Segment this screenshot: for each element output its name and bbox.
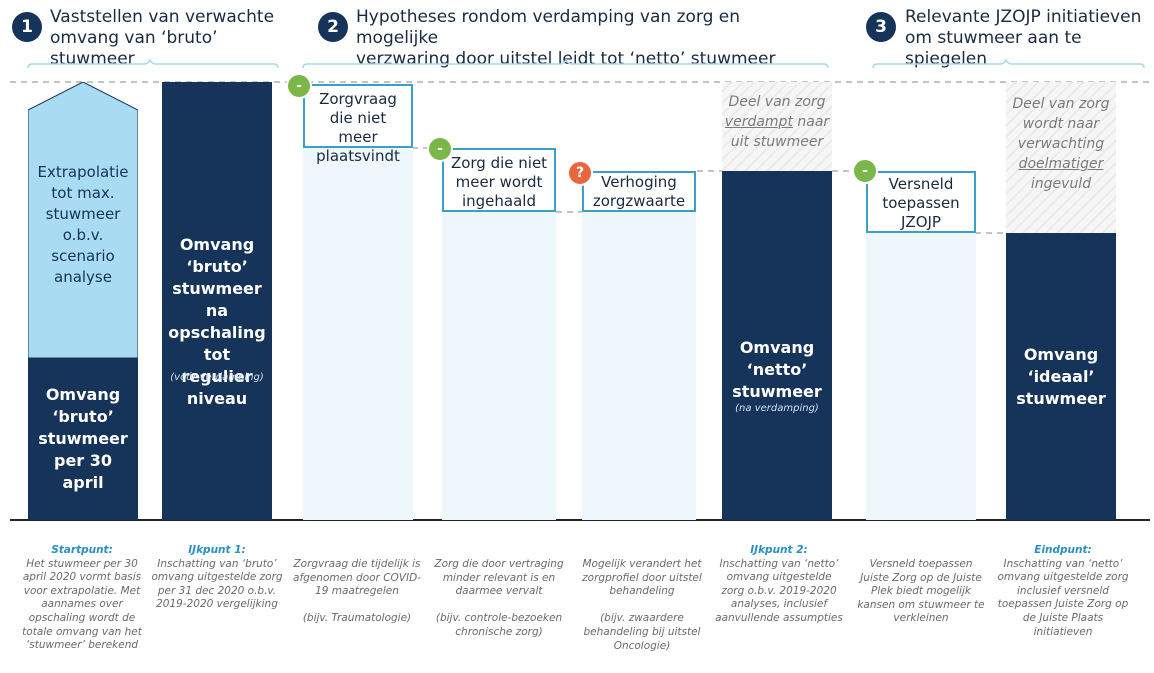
footnote-text: Het stuwmeer per 30 april 2020 vormt bas… xyxy=(22,557,142,652)
footnote-text: Inschatting van ‘netto’ omvang uitgestel… xyxy=(715,557,843,624)
minus-badge-icon: - xyxy=(286,73,312,99)
bar-1-bruto-base: Omvang ‘bruto’ stuwmeer per 30 april xyxy=(28,358,138,520)
footnote-text: Zorg die door vertraging minder relevant… xyxy=(434,558,564,598)
bar-1-light-label: Extrapolatie tot max. stuwmeer o.b.v. sc… xyxy=(37,163,129,286)
footnote-zorgzwaarte: Mogelijk verandert het zorgprofiel door … xyxy=(574,558,710,653)
footnote-example: (bijv. Traumatologie) xyxy=(302,612,412,625)
bar-8-annotation-line3: ingevuld xyxy=(1030,176,1092,192)
footnote-heading: IJkpunt 2: xyxy=(750,544,808,556)
footnote-text: Inschatting van ‘bruto’ omvang uitgestel… xyxy=(151,557,283,611)
bar-6-sublabel: (na verdamping) xyxy=(735,403,819,414)
step-3-title-line1: Relevante JZOJP initiatieven xyxy=(905,7,1142,27)
bar-2-label: Omvang ‘bruto’ stuwmeer na opschaling to… xyxy=(168,235,266,408)
footnote-ijkpunt-1: IJkpunt 1: Inschatting van ‘bruto’ omvan… xyxy=(150,544,284,612)
bar-1-dark-label: Omvang ‘bruto’ stuwmeer per 30 april xyxy=(38,385,128,492)
step-braces xyxy=(27,58,1145,69)
bar-6-label: Omvang ‘netto’ stuwmeer xyxy=(732,338,822,401)
footnote-startpunt: Startpunt: Het stuwmeer per 30 april 202… xyxy=(16,544,148,653)
question-badge-icon: ? xyxy=(567,160,593,186)
footnote-example: (bijv. controle-bezoeken chronische zorg… xyxy=(435,612,563,638)
bar-7-label-box: Versneld toepassen JZOJP xyxy=(866,171,976,233)
footnote-jzojp: Versneld toepassen Juiste Zorg op de Jui… xyxy=(854,558,988,626)
footnote-ijkpunt-2: IJkpunt 2: Inschatting van ‘netto’ omvan… xyxy=(714,544,844,626)
footnote-heading: Startpunt: xyxy=(51,544,113,556)
footnote-eindpunt: Eindpunt: Inschatting van ‘netto’ omvang… xyxy=(996,544,1130,639)
bar-8-hatch: Deel van zorg wordt naar verwachting doe… xyxy=(1006,82,1116,233)
step-2-title-line1: Hypotheses rondom verdamping van zorg en… xyxy=(356,7,741,48)
bar-6-annotation: Deel van zorg verdampt naar uit stuwmeer xyxy=(722,82,832,152)
footnote-heading: Eindpunt: xyxy=(1034,544,1092,556)
bar-6-hatch: Deel van zorg verdampt naar uit stuwmeer xyxy=(722,82,832,171)
footnote-text: Zorgvraag die tijdelijk is afgenomen doo… xyxy=(293,558,421,598)
bar-6-annotation-emphasis: verdampt xyxy=(724,114,793,130)
bar-4-label-box: Zorg die niet meer wordt ingehaald xyxy=(442,148,556,212)
footnote-text: Inschatting van ‘netto’ omvang uitgestel… xyxy=(997,557,1129,638)
footnote-text: Mogelijk verandert het zorgprofiel door … xyxy=(582,558,702,598)
step-1-title-line1: Vaststellen van verwachte xyxy=(50,7,275,27)
bar-5-label-box: Verhoging zorgzwaarte xyxy=(582,171,696,212)
bar-8-label: Omvang ‘ideaal’ stuwmeer xyxy=(1016,344,1106,408)
bar-3-pale xyxy=(303,148,413,520)
minus-badge-icon: - xyxy=(427,136,453,162)
minus-badge-icon: - xyxy=(852,158,878,184)
bar-8-annotation-line1: Deel van zorg wordt naar verwachting xyxy=(1012,96,1110,152)
bar-8-ideaal: Omvang ‘ideaal’ stuwmeer xyxy=(1006,233,1116,520)
step-2-number: 2 xyxy=(318,12,348,42)
footnote-zorg-vervalt: Zorg die door vertraging minder relevant… xyxy=(430,558,568,640)
bar-1-arrow-shape xyxy=(28,82,138,358)
footnote-zorgvraag: Zorgvraag die tijdelijk is afgenomen doo… xyxy=(292,558,422,626)
bar-8-annotation-emphasis: doelmatiger xyxy=(1018,156,1104,172)
bar-1-extrapolation: Extrapolatie tot max. stuwmeer o.b.v. sc… xyxy=(28,82,138,358)
step-1-title: Vaststellen van verwachte omvang van ‘br… xyxy=(50,7,300,70)
footnote-heading: IJkpunt 1: xyxy=(188,544,246,556)
bar-6-annotation-line3: naar uit stuwmeer xyxy=(730,114,830,150)
bar-2-bruto-total: Omvang ‘bruto’ stuwmeer na opschaling to… xyxy=(162,82,272,520)
step-3-number: 3 xyxy=(866,12,896,42)
bar-5-pale xyxy=(582,212,696,520)
bar-6-annotation-line1: Deel van zorg xyxy=(728,94,826,110)
bar-7-pale xyxy=(866,233,976,520)
bar-8-annotation: Deel van zorg wordt naar verwachting doe… xyxy=(1006,82,1116,194)
footnote-example: (bijv. zwaardere behandeling bij uitstel… xyxy=(583,612,701,652)
bar-4-pale xyxy=(442,212,556,520)
bar-3-label-box: Zorgvraag die niet meer plaatsvindt xyxy=(303,84,413,165)
footnote-text: Versneld toepassen Juiste Zorg op de Jui… xyxy=(857,558,985,625)
bar-6-netto: Omvang ‘netto’ stuwmeer (na verdamping) xyxy=(722,171,832,520)
step-1-number: 1 xyxy=(12,12,42,42)
bar-2-sublabel: (vóór verdamping) xyxy=(170,372,264,383)
